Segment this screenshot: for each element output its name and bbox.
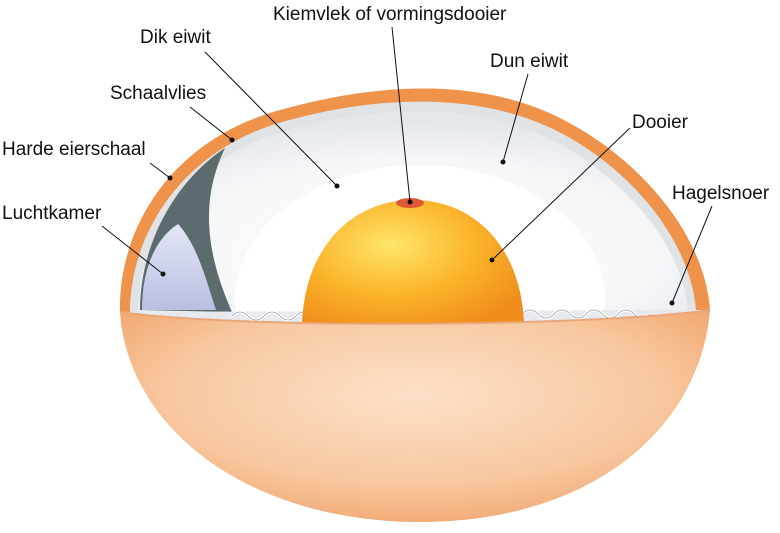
leader-dik-eiwit (204, 51, 338, 187)
label-yolk: Dooier (632, 112, 688, 133)
point-harde-eierschaal (167, 175, 173, 181)
leader-schaalvlies (189, 106, 233, 141)
point-dooier (489, 257, 495, 263)
label-thin-albumen: Dun eiwit (490, 51, 569, 72)
leader-hagelsnoer (671, 205, 713, 304)
label-germinal-disc: Kiemvlek of vormingsdooier (273, 4, 507, 25)
point-luchtkamer (160, 271, 166, 277)
yolk (302, 200, 524, 330)
leader-dun-eiwit (502, 73, 529, 163)
chalaza-left-outline (231, 311, 307, 321)
point-dun-eiwit (500, 159, 506, 165)
label-shell-membrane: Schaalvlies (110, 83, 207, 104)
lower-shell (120, 310, 710, 522)
label-chalaza: Hagelsnoer (672, 183, 770, 204)
point-kiemvlek (407, 199, 413, 205)
point-dik-eiwit (334, 183, 340, 189)
chalaza-right-outline (521, 309, 651, 319)
point-schaalvlies (229, 137, 235, 143)
lower-shell-rim (119, 309, 711, 325)
label-hard-eggshell: Harde eierschaal (2, 139, 146, 160)
leader-harde-eierschaal (149, 162, 171, 179)
label-air-cell: Luchtkamer (2, 203, 102, 224)
point-hagelsnoer (669, 300, 675, 306)
label-thick-albumen: Dik eiwit (140, 27, 211, 48)
leader-dooier (491, 127, 631, 261)
air-cell (142, 224, 216, 310)
leader-luchtkamer (101, 225, 164, 275)
leader-kiemvlek (391, 26, 411, 203)
